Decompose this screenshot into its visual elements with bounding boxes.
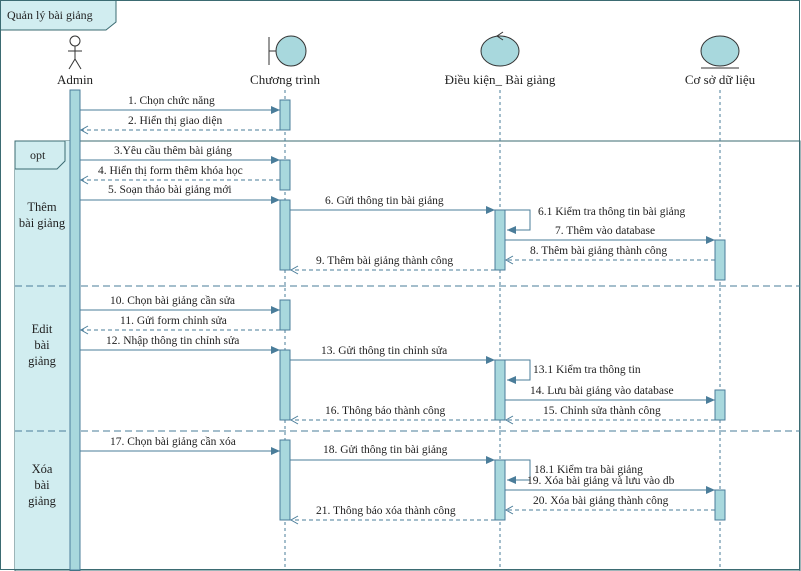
message-reply: 21. Thông báo xóa thành công [289,505,495,525]
activation-bar [279,199,291,271]
message-call: 12. Nhập thông tin chỉnh sửa [80,335,280,354]
section-label: bài [34,478,50,492]
message-label: 16. Thông báo thành công [325,405,445,417]
section-label: Xóa [32,462,53,476]
control-icon [480,31,520,67]
message-call: 19. Xóa bài giảng và lưu vào db [505,475,715,494]
participant-name: Chương trình [250,72,320,87]
message-label: 14. Lưu bài giảng vào database [530,385,674,397]
message-self: 6.1 Kiểm tra thông tin bài giảng [505,205,685,234]
message-label: 15. Chỉnh sửa thành công [543,405,661,417]
section-label: giảng [28,354,57,368]
fragment-label-column [15,141,71,569]
message-call: 17. Chọn bài giảng cần xóa [80,435,280,455]
message-label: 13. Gửi thông tin chỉnh sửa [321,345,447,357]
opt-operator-tab [14,140,66,170]
entity-icon [700,35,740,69]
message-label: 12. Nhập thông tin chỉnh sửa [106,335,239,347]
section-label: bài giảng [19,216,66,230]
message-label: 11. Gửi form chỉnh sửa [120,315,227,327]
section-label: bài [34,338,50,352]
message-call: 14. Lưu bài giảng vào database [505,385,715,404]
message-call: 3.Yêu cầu thêm bài giảng [80,144,280,164]
frame-title: Quản lý bài giảng [7,8,93,22]
message-label: 3.Yêu cầu thêm bài giảng [114,144,232,157]
message-call: 10. Chọn bài giảng cần sửa [80,294,280,314]
message-reply: 4. Hiển thị form thêm khóa học [79,164,280,185]
activation-bar [714,389,726,421]
activation-bar [279,159,291,191]
message-reply: 15. Chỉnh sửa thành công [504,405,715,425]
message-call: 1. Chọn chức năng [80,95,280,114]
message-label: 19. Xóa bài giảng và lưu vào db [527,475,675,487]
message-self: 13.1 Kiểm tra thông tin [505,359,641,384]
message-label: 20. Xóa bài giảng thành công [533,495,669,507]
participant-name: Điều kiện_ Bài giảng [445,72,556,87]
activation-bar [714,489,726,521]
activation-bar [494,459,506,521]
message-label: 5. Soạn thảo bài giảng mới [108,184,232,196]
message-reply: 16. Thông báo thành công [289,405,495,425]
message-call: 13. Gửi thông tin chỉnh sửa [290,345,495,364]
message-reply: 11. Gửi form chỉnh sửa [79,315,280,335]
message-label: 2. Hiển thị giao diện [128,114,222,127]
message-label: 1. Chọn chức năng [128,95,215,107]
message-label: 10. Chọn bài giảng cần sửa [110,294,235,307]
participant-name: Admin [57,72,94,87]
message-label: 7. Thêm vào database [555,225,655,237]
activation-bar [279,99,291,131]
participant-name: Cơ sở dữ liệu [685,72,756,87]
message-call: 6. Gửi thông tin bài giảng [290,195,495,214]
message-call: 7. Thêm vào database [505,225,715,244]
activation-bar [714,239,726,281]
section-label: Edit [32,322,53,336]
section-label: Thêm [27,200,56,214]
message-label: 6.1 Kiểm tra thông tin bài giảng [538,205,685,218]
activation-bar [494,359,506,421]
message-label: 21. Thông báo xóa thành công [316,505,456,517]
message-label: 4. Hiển thị form thêm khóa học [98,164,243,177]
message-label: 6. Gửi thông tin bài giảng [325,195,444,207]
message-label: 8. Thêm bài giảng thành công [530,245,667,257]
message-label: 17. Chọn bài giảng cần xóa [110,435,236,448]
message-label: 18. Gửi thông tin bài giảng [323,444,448,456]
activation-bar [279,439,291,521]
message-label: 9. Thêm bài giảng thành công [316,255,453,267]
message-label: 18.1 Kiểm tra bài giảng [534,463,643,476]
message-reply: 2. Hiển thị giao diện [79,114,280,135]
boundary-icon [268,35,307,67]
activation-bar [494,209,506,271]
actor-icon [68,35,82,70]
activation-bar [69,89,81,571]
message-call: 18. Gửi thông tin bài giảng [290,444,495,464]
message-label: 13.1 Kiểm tra thông tin [533,363,641,376]
message-reply: 8. Thêm bài giảng thành công [504,245,715,265]
message-call: 5. Soạn thảo bài giảng mới [80,184,280,204]
message-self: 18.1 Kiểm tra bài giảng [505,459,643,484]
message-reply: 9. Thêm bài giảng thành công [289,255,495,275]
message-reply: 20. Xóa bài giảng thành công [504,495,715,515]
activation-bar [279,299,291,331]
opt-operator-label: opt [30,148,46,162]
section-label: giảng [28,494,57,508]
activation-bar [279,349,291,421]
frame-title-tab [0,0,117,31]
